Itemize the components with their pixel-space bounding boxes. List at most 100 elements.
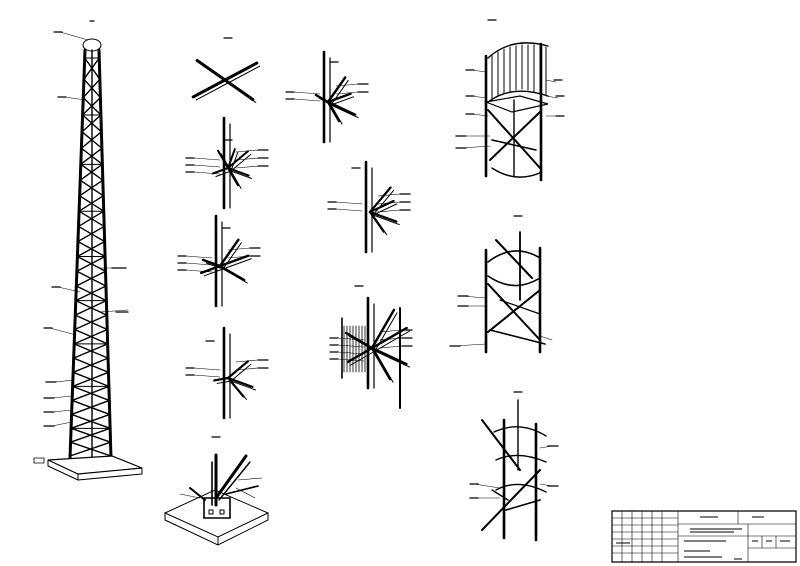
node-leader <box>186 263 212 265</box>
node-strut <box>218 151 228 168</box>
node-leader <box>378 194 400 196</box>
platform-ring <box>494 427 546 436</box>
node-strut-edge <box>228 83 256 103</box>
platform-views <box>450 20 564 540</box>
node-strut-edge <box>206 263 223 269</box>
node-strut <box>228 149 235 168</box>
platform-label-marks <box>456 20 564 148</box>
tower-diagonal <box>78 226 104 241</box>
tower-foundation <box>48 456 142 474</box>
tower-diagonal <box>73 372 109 386</box>
tower-diagonal <box>80 180 103 196</box>
node-leader <box>228 256 250 258</box>
foundation-edge <box>48 466 78 480</box>
platform-leaders <box>456 70 558 148</box>
tower-left-leg <box>70 50 85 458</box>
tower-diagonal <box>81 148 102 164</box>
platform-brace <box>482 420 520 470</box>
tower-diagonal <box>71 428 111 442</box>
node-strut-edge <box>223 269 247 283</box>
anchor-base-detail <box>165 437 268 545</box>
node-leader <box>186 256 212 258</box>
node-6 <box>328 162 410 252</box>
base-strut <box>216 456 246 498</box>
tower-elevation-view <box>34 21 142 480</box>
tower-diagonal <box>84 58 99 79</box>
node-strut-edge <box>373 215 387 235</box>
tower-diagonal <box>73 358 108 372</box>
base-bolt <box>220 510 224 514</box>
node-strut <box>228 168 238 185</box>
node-leader <box>380 330 402 332</box>
tower-diagonal <box>77 242 104 257</box>
base-strut <box>226 486 258 494</box>
node-strut-edge <box>351 351 375 365</box>
platform-deck <box>486 96 548 112</box>
node-leader <box>236 368 258 370</box>
platform-bottom <box>470 392 558 540</box>
node-strut-edge <box>228 66 260 83</box>
node-strut-edge <box>331 97 354 105</box>
node-strut-edge <box>331 105 358 118</box>
node-strut-edge <box>231 152 238 171</box>
node-leader <box>194 165 220 167</box>
tower-diagonal <box>75 301 106 316</box>
platform-top <box>456 20 564 180</box>
node-leader <box>236 158 258 160</box>
node-leader <box>336 202 362 204</box>
base-tag <box>34 458 44 463</box>
platform-brace <box>482 470 540 530</box>
node-strut <box>220 240 238 266</box>
node-strut <box>370 212 396 222</box>
node-strut-edge <box>373 215 399 225</box>
node-strut <box>228 378 252 387</box>
tower-diagonal <box>70 442 110 456</box>
node-leader <box>236 360 258 362</box>
node-strut-edge <box>349 336 375 351</box>
node-leader <box>336 209 362 211</box>
node-1 <box>193 38 260 103</box>
node-strut-edge <box>231 364 251 381</box>
platform-ring <box>496 455 546 462</box>
node-leader <box>338 352 364 354</box>
node-strut <box>370 187 391 212</box>
platform-label-marks <box>470 392 558 498</box>
tower-diagonal <box>72 400 110 414</box>
node-strut <box>328 77 345 102</box>
node-leader <box>378 210 400 212</box>
node-leader <box>338 345 364 347</box>
node-strut <box>214 378 228 380</box>
node-strut-edge <box>375 351 393 382</box>
base-strut <box>190 488 205 500</box>
node-leader <box>294 99 320 101</box>
node-strut <box>328 102 355 115</box>
node-strut-edge <box>200 63 228 83</box>
node-4 <box>186 328 268 418</box>
tower-diagonal <box>77 256 105 271</box>
tower-diagonal <box>82 115 101 132</box>
tower-diagonal <box>79 196 103 211</box>
node-strut <box>372 348 406 364</box>
tower-diagonal <box>83 79 100 97</box>
tower-right-leg <box>99 50 111 458</box>
node-strut <box>370 212 384 232</box>
base-leader <box>238 478 262 480</box>
node-strut <box>220 266 244 280</box>
node-strut <box>316 95 328 102</box>
tower-diagonal <box>72 386 109 400</box>
node-strut-edge <box>196 83 228 100</box>
platform-brace <box>500 300 540 314</box>
platform-brace <box>488 110 540 168</box>
node-strut-edge <box>373 204 397 215</box>
node-leader <box>338 359 364 361</box>
tower-diagonal <box>76 286 106 301</box>
base-strut <box>219 462 250 500</box>
node-strut <box>193 80 225 97</box>
node-leader <box>338 338 364 340</box>
node-strut <box>225 63 257 80</box>
tower-diagonal <box>79 211 104 226</box>
node-leader <box>228 248 250 250</box>
node-strut-edge <box>216 171 231 176</box>
node-leader <box>194 172 220 174</box>
